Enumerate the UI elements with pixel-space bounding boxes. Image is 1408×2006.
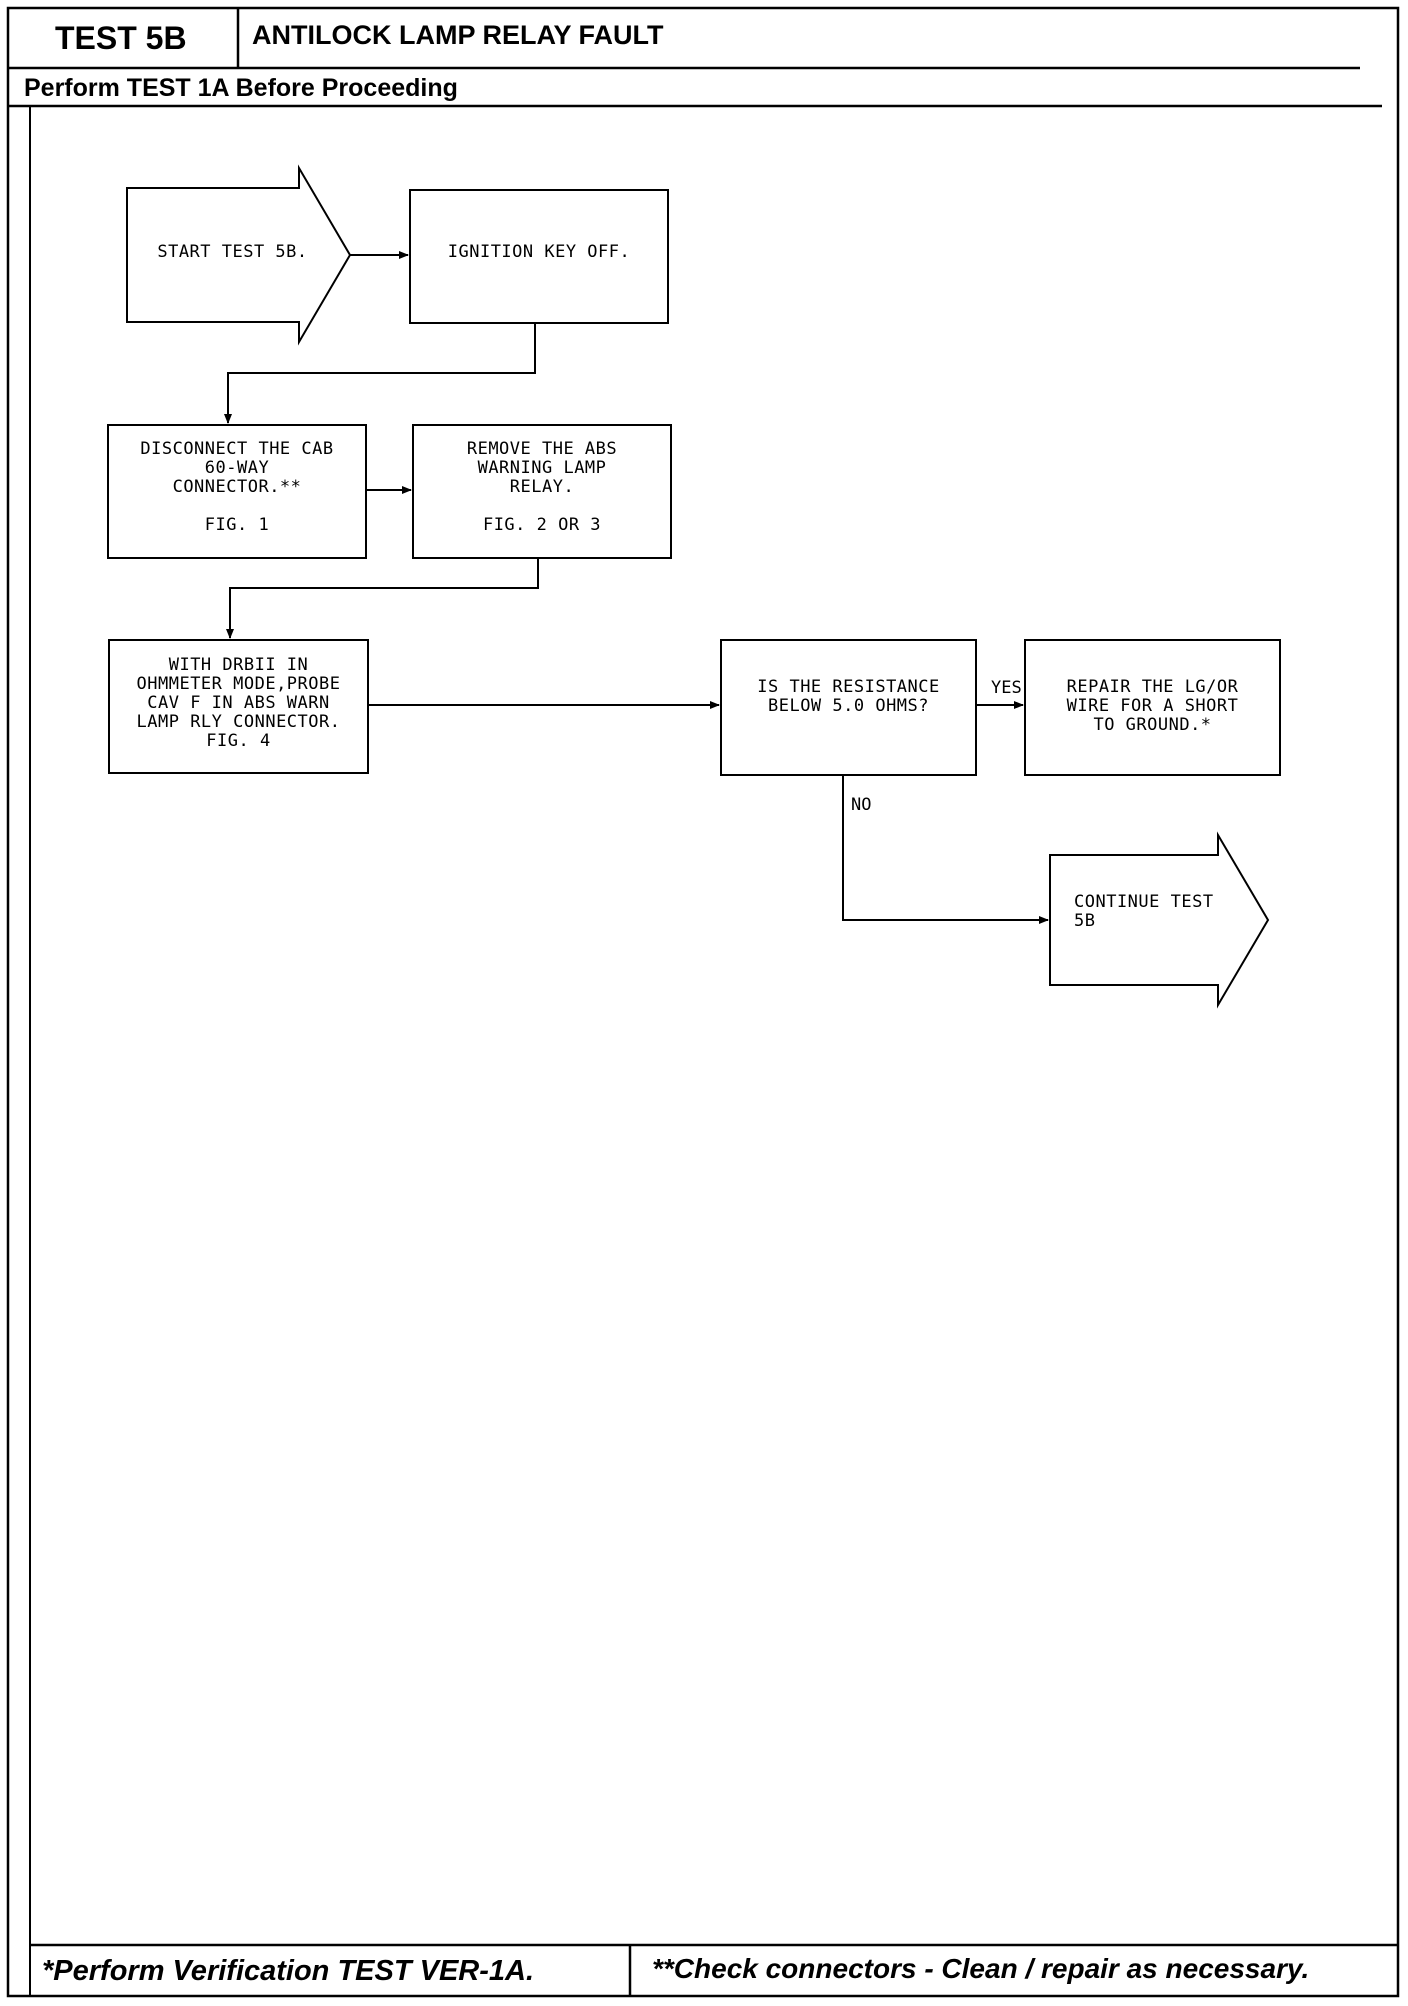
continue-arrow-label: CONTINUE TEST 5B: [1074, 892, 1214, 931]
ignition-box: [409, 189, 669, 324]
probe-box: [108, 639, 369, 774]
no-branch-label: NO: [851, 795, 872, 815]
ignition-step: IGNITION KEY OFF.: [447, 242, 631, 262]
question-box: [720, 639, 977, 776]
repair-step: REPAIR THE LG/OR WIRE FOR A SHORT TO GRO…: [1066, 677, 1239, 735]
disconnect-step: DISCONNECT THE CAB 60-WAY CONNECTOR.** F…: [140, 439, 334, 535]
start-arrow-label: START TEST 5B.: [157, 242, 308, 262]
probe-step: WITH DRBII IN OHMMETER MODE,PROBE CAV F …: [136, 655, 341, 751]
resistance-question: IS THE RESISTANCE BELOW 5.0 OHMS?: [757, 677, 940, 716]
connector-ignition-disconnect: [224, 323, 536, 424]
continue-arrow-shape: [1049, 831, 1270, 1009]
remove-relay-step: REMOVE THE ABS WARNING LAMP RELAY. FIG. …: [466, 439, 618, 535]
disconnect-box: [107, 424, 367, 559]
start-arrow-shape: [126, 164, 352, 346]
yes-branch-label: YES: [991, 678, 1022, 698]
connector-question-continue: [842, 775, 1049, 924]
connector-remove-probe: [226, 558, 539, 639]
page-title: ANTILOCK LAMP RELAY FAULT: [252, 20, 664, 50]
footer-connector-note: **Check connectors - Clean / repair as n…: [652, 1953, 1310, 1984]
test-id: TEST 5B: [55, 20, 187, 56]
remove-relay-box: [412, 424, 672, 559]
page-frame: [6, 6, 1400, 1998]
prerequisite-note: Perform TEST 1A Before Proceeding: [24, 74, 458, 102]
repair-box: [1024, 639, 1281, 776]
footer-verification-note: *Perform Verification TEST VER-1A.: [42, 1955, 535, 1987]
